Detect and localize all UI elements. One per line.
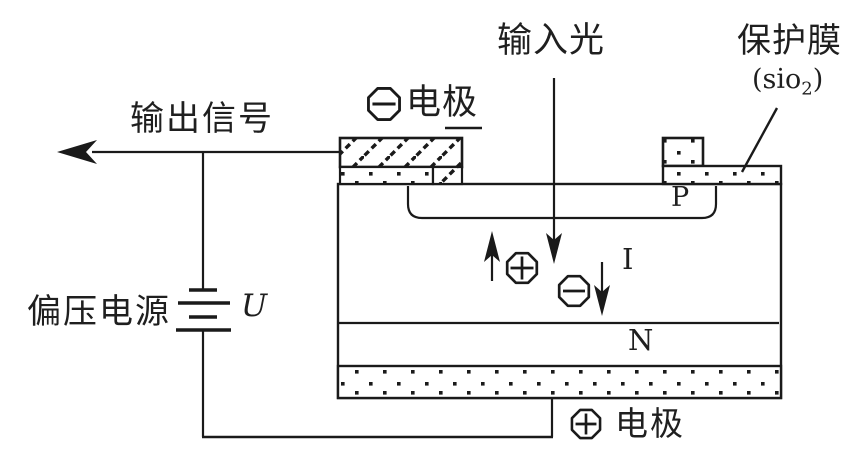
sio2-suffix: ) <box>812 64 824 95</box>
input-light-label: 输入光 <box>497 21 606 61</box>
bias-supply-label: 偏压电源 <box>27 292 171 332</box>
p-region-label: P <box>671 182 690 213</box>
sio2-formula-label: (sio2) <box>752 66 823 98</box>
protective-film-label: 保护膜 <box>737 21 842 61</box>
device-body <box>336 182 783 400</box>
protective-film <box>661 107 783 186</box>
p-well-boundary <box>406 186 718 220</box>
output-wire <box>57 140 340 164</box>
minus-charge-icon-top <box>367 87 401 121</box>
sio2-prefix: (sio <box>752 64 802 95</box>
bottom-electrode-layer <box>336 364 783 400</box>
top-electrode-label: 电极 <box>406 83 479 123</box>
plus-charge-icon-mid <box>505 251 539 285</box>
bias-circuit-wire <box>201 152 554 439</box>
plus-charge-icon-bottom <box>570 408 602 440</box>
electron-down-arrow <box>594 262 610 316</box>
film-pointer-line <box>740 107 779 173</box>
hole-up-arrow <box>484 231 500 281</box>
n-region-label: N <box>628 323 654 357</box>
battery-icon <box>176 288 231 332</box>
voltage-label: U <box>241 288 268 324</box>
top-electrode-contact <box>338 126 482 186</box>
light-arrow <box>546 78 562 264</box>
output-signal-label: 输出信号 <box>130 99 274 139</box>
minus-charge-icon-mid <box>557 274 591 308</box>
output-arrow-icon <box>57 140 97 164</box>
protective-film-strip <box>661 164 783 186</box>
bottom-electrode-label: 电极 <box>615 404 685 443</box>
sio2-subscript: 2 <box>801 78 813 100</box>
protective-film-block <box>661 136 705 168</box>
current-label: I <box>622 242 634 276</box>
